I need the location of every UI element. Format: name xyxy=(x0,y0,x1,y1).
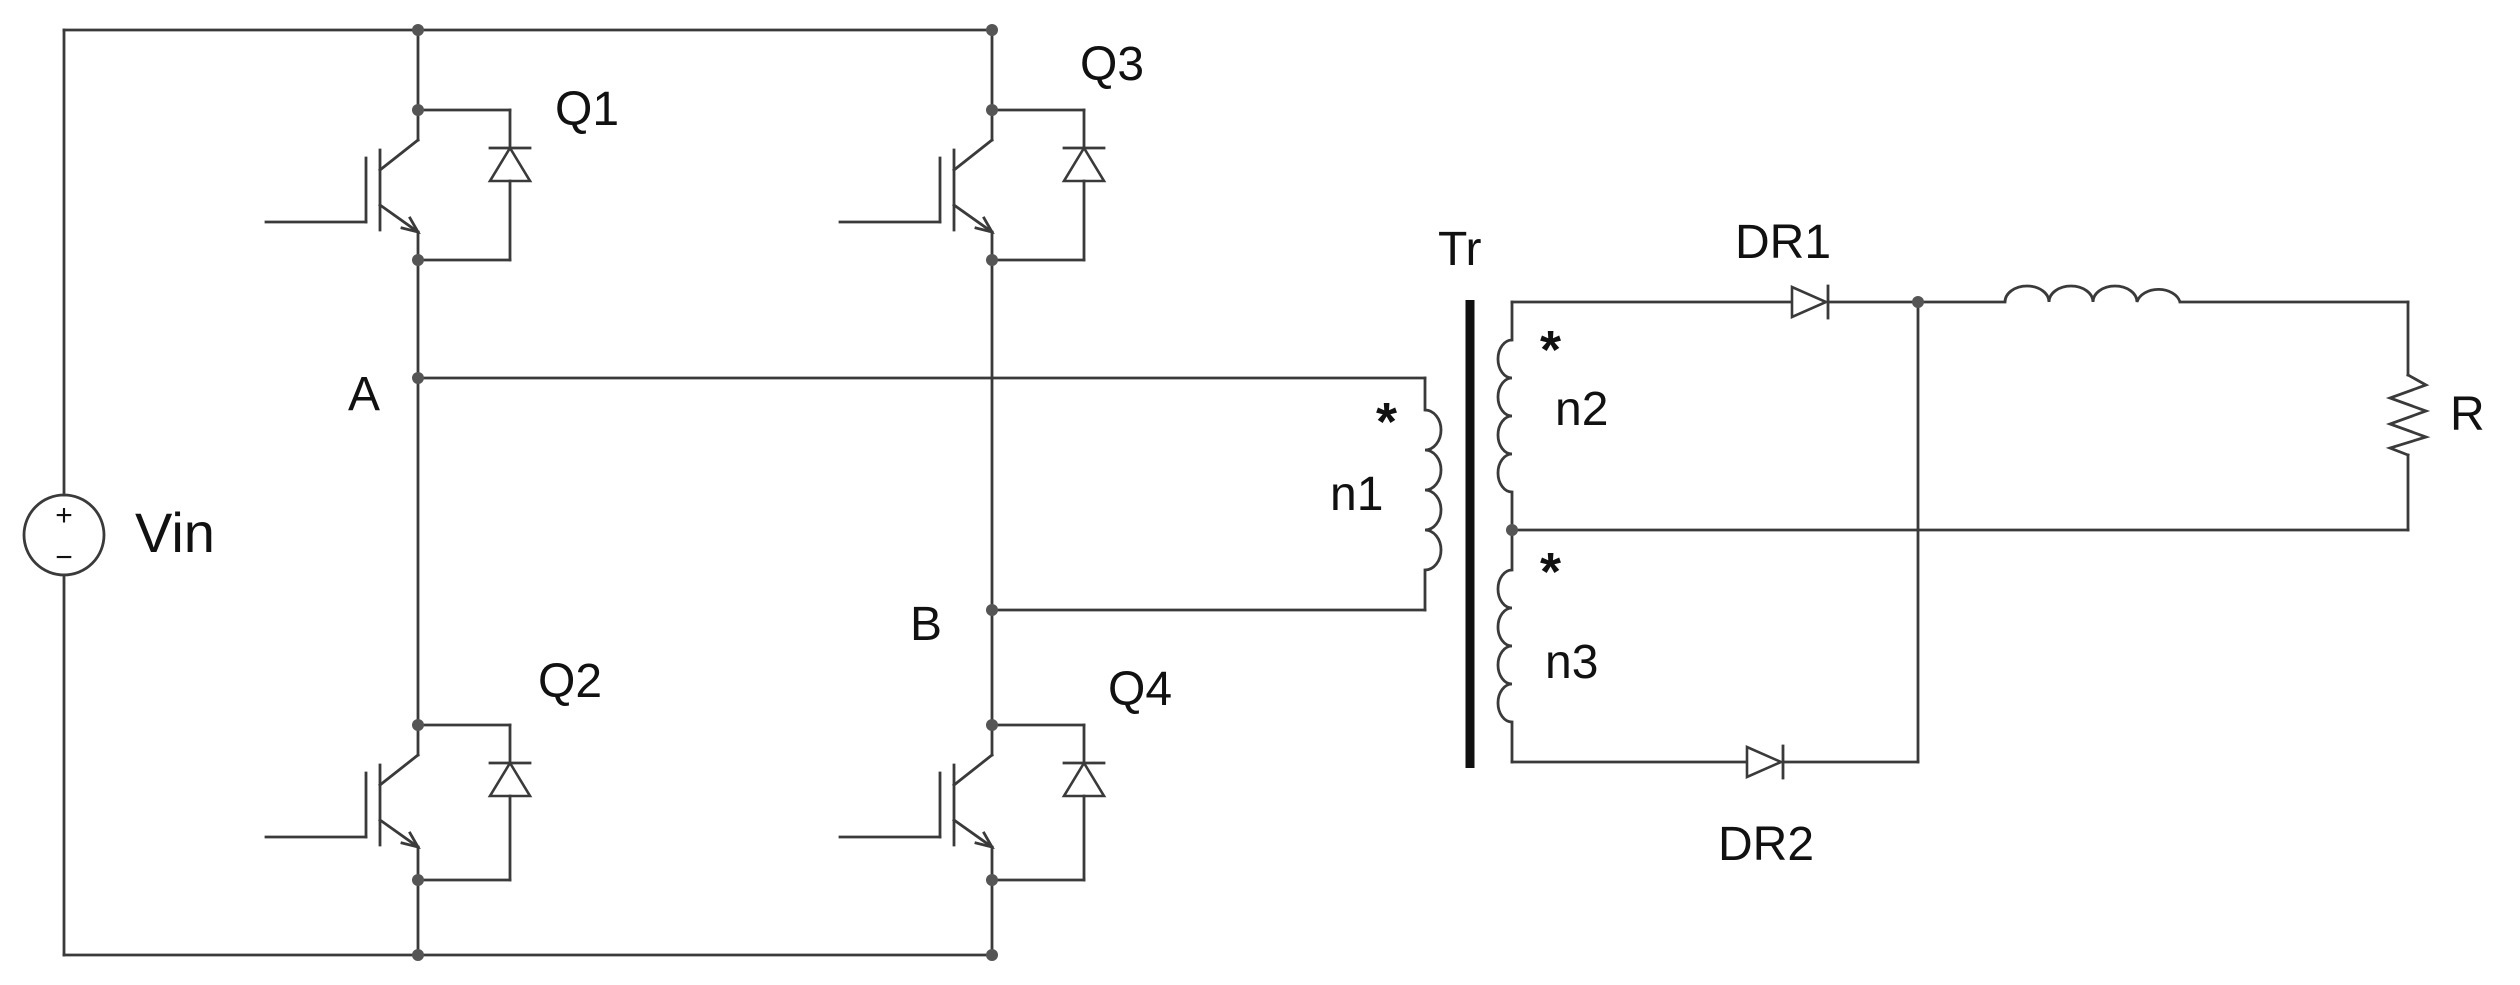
source-minus-sign: − xyxy=(55,541,73,574)
diode-dr1 xyxy=(1790,284,1830,320)
label-dr2: DR2 xyxy=(1718,818,1814,871)
switch-q3 xyxy=(838,108,1107,262)
bridge-rails xyxy=(416,28,994,957)
secondary-wiring xyxy=(1510,300,2410,764)
label-dr1: DR1 xyxy=(1735,216,1831,269)
label-q4: Q4 xyxy=(1108,663,1172,716)
dot-marker-n1: * xyxy=(1376,392,1397,452)
dc-input-source: + − xyxy=(22,28,420,957)
secondary-winding-n2 xyxy=(1496,338,1513,494)
label-q3: Q3 xyxy=(1080,38,1144,91)
dot-marker-n3: * xyxy=(1540,542,1561,602)
load-resistor xyxy=(2385,373,2431,457)
dot-marker-n2: * xyxy=(1540,320,1561,380)
label-node-b: B xyxy=(910,598,942,651)
label-n2: n2 xyxy=(1555,383,1608,436)
secondary-winding-n3 xyxy=(1496,568,1513,724)
switch-q2 xyxy=(264,723,533,882)
switch-q1 xyxy=(264,108,533,262)
transformer-tr xyxy=(1424,300,1513,768)
switch-q4 xyxy=(838,723,1107,882)
label-q2: Q2 xyxy=(538,655,602,708)
primary-connections xyxy=(416,376,1427,612)
label-n1: n1 xyxy=(1330,468,1383,521)
label-node-a: A xyxy=(348,368,380,421)
junction-dots xyxy=(412,24,1924,961)
diode-dr2 xyxy=(1745,744,1785,780)
label-q1: Q1 xyxy=(555,83,619,136)
primary-winding-n1 xyxy=(1424,408,1443,572)
label-tr: Tr xyxy=(1438,223,1482,276)
label-vin: Vin xyxy=(135,501,215,564)
label-n3: n3 xyxy=(1545,636,1598,689)
output-inductor xyxy=(2003,284,2182,303)
label-r: R xyxy=(2450,388,2485,441)
source-plus-sign: + xyxy=(55,499,73,532)
voltage-source-icon xyxy=(22,493,106,577)
